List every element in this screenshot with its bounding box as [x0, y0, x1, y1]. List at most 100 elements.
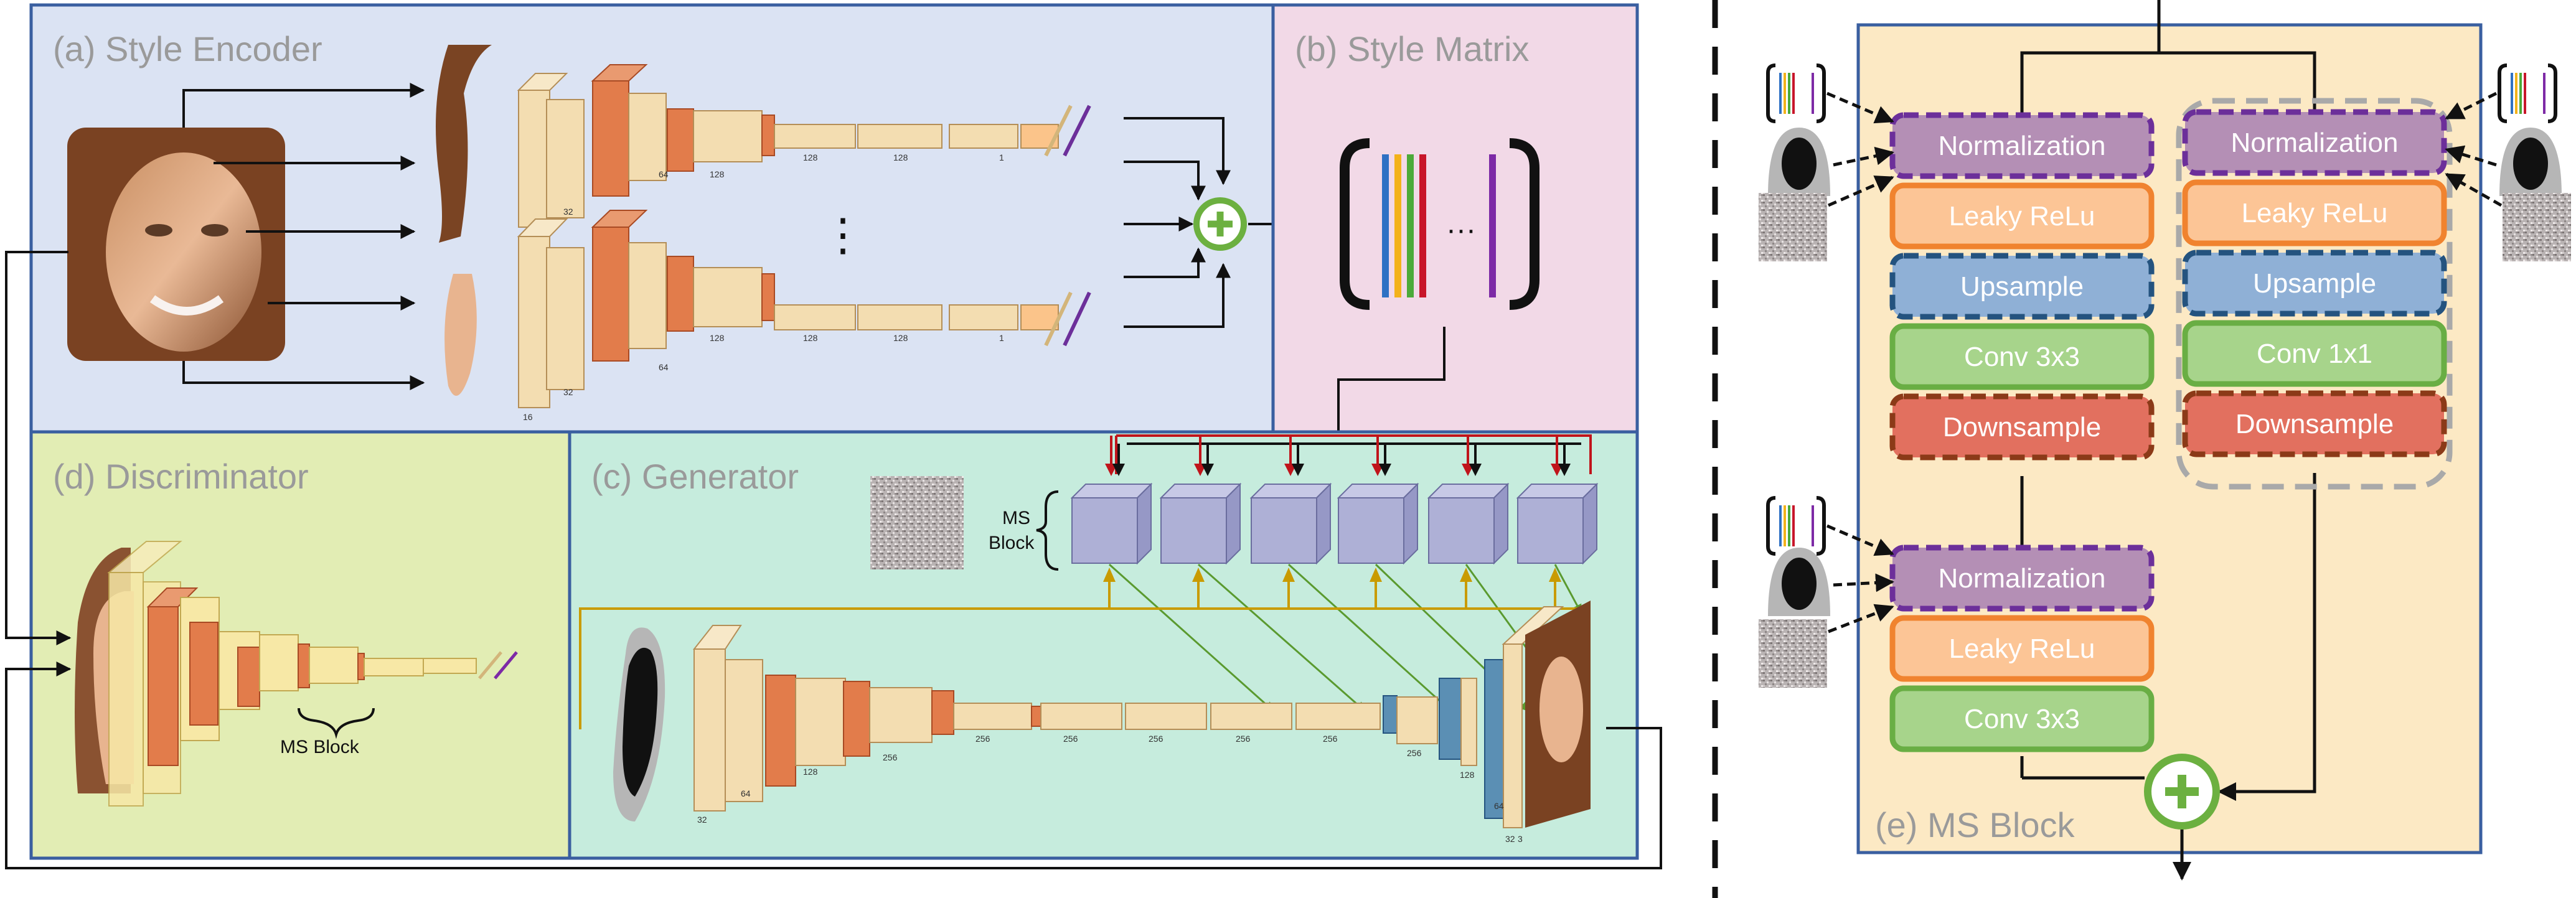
svg-text:64: 64: [741, 788, 751, 798]
encoder-row-2: [517, 210, 1091, 408]
encoder-row-1: [517, 64, 1091, 228]
upsample-box: Upsample: [1889, 253, 2155, 320]
svg-text:128: 128: [893, 152, 908, 162]
generator-ms-block-cube: [1337, 436, 1419, 609]
discriminator-ms-block-label: MS Block: [280, 737, 360, 757]
downsample-box: Downsample: [1889, 393, 2155, 461]
svg-text:256: 256: [1236, 734, 1251, 744]
generator-ms-block-brace: [1036, 490, 1059, 571]
svg-text:Leaky ReLu: Leaky ReLu: [2242, 198, 2388, 228]
svg-text:128: 128: [803, 767, 818, 777]
generator-ms-block-cube: [1516, 436, 1599, 609]
face-crop-image: [444, 274, 477, 396]
svg-text:Normalization: Normalization: [2231, 128, 2399, 158]
svg-text:256: 256: [1063, 734, 1078, 744]
svg-text:Conv 3x3: Conv 3x3: [1964, 342, 2080, 372]
sum-plus-icon: [1193, 197, 1247, 251]
ms-block-plus-icon: [2144, 754, 2220, 830]
svg-text:128: 128: [893, 333, 908, 343]
svg-text:Normalization: Normalization: [1939, 563, 2106, 594]
encoder-ellipsis: ⋮: [820, 210, 865, 260]
downsample-box: Downsample: [2182, 390, 2447, 457]
generator-noise-image: [870, 476, 964, 569]
leaky-relu-box: Leaky ReLu: [1889, 615, 2155, 682]
svg-text:128: 128: [803, 152, 818, 162]
svg-text:1: 1: [999, 152, 1004, 162]
generator-title: (c) Generator: [591, 457, 799, 496]
leaky-relu-box: Leaky ReLu: [2182, 179, 2447, 246]
generator-ms-blocks: [1070, 436, 1599, 609]
encoder-input-arrows: [182, 83, 425, 390]
normalization-box: Normalization: [1889, 545, 2155, 612]
svg-text:64: 64: [1494, 801, 1504, 811]
ms-block-shortcut-group: [2176, 98, 2453, 490]
leaky-relu-box: Leaky ReLu: [1889, 182, 2155, 250]
svg-text:256: 256: [883, 752, 898, 762]
svg-text:Downsample: Downsample: [2235, 409, 2394, 439]
generator-to-discriminator-arrow: [5, 662, 1662, 869]
generator-ms-block-label-line1: MS: [1002, 508, 1030, 528]
generator-ms-block-cube: [1427, 436, 1510, 609]
input-face-image: [67, 128, 285, 361]
generator-layers: [692, 606, 1564, 828]
svg-text:32: 32: [563, 387, 573, 397]
encoder-row-1-sizes: 16 32 64 128 128 128 1: [523, 152, 1004, 241]
normalization-box: Normalization: [1889, 112, 2155, 179]
svg-text:Normalization: Normalization: [1939, 131, 2106, 161]
generator-input-image: [613, 627, 665, 821]
svg-text:3: 3: [1518, 834, 1523, 844]
matrix-output-line: [1337, 327, 1445, 433]
hair-crop-image: [436, 45, 492, 243]
svg-text:256: 256: [1149, 734, 1163, 744]
conv-box: Conv 3x3: [1889, 685, 2155, 752]
generator-ms-block-cube: [1159, 436, 1242, 609]
generator-ms-block-label-line2: Block: [989, 533, 1035, 553]
svg-text:Leaky ReLu: Leaky ReLu: [1949, 201, 2095, 232]
conv-box: Conv 1x1: [2182, 320, 2447, 387]
style-input-group: [1759, 496, 1894, 688]
discriminator-layers: [107, 541, 518, 807]
svg-text:32: 32: [563, 207, 573, 217]
style-input-group: [1759, 63, 1894, 261]
svg-text:256: 256: [1323, 734, 1338, 744]
ms-block-flow-lines: [2020, 0, 2316, 881]
discriminator-title: (d) Discriminator: [53, 457, 309, 496]
svg-text:128: 128: [710, 169, 725, 179]
svg-text:Leaky ReLu: Leaky ReLu: [1949, 634, 2095, 664]
svg-text:Conv 1x1: Conv 1x1: [2257, 339, 2372, 369]
style-matrix-title: (b) Style Matrix: [1295, 29, 1530, 68]
svg-text:64: 64: [659, 362, 669, 372]
svg-text:128: 128: [1460, 770, 1475, 780]
generator-ms-block-cube: [1070, 436, 1153, 609]
conv-box: Conv 3x3: [1889, 323, 2155, 390]
normalization-box: Normalization: [2182, 109, 2447, 176]
svg-text:Upsample: Upsample: [2253, 268, 2376, 299]
upsample-box: Upsample: [2182, 250, 2447, 317]
generator-ms-block-cube: [1249, 436, 1332, 609]
encoder-row-2-sizes: 16 32 64 128 128 128 1: [523, 333, 1004, 422]
svg-text:128: 128: [710, 333, 725, 343]
style-encoder-title: (a) Style Encoder: [53, 29, 322, 68]
generator-layer-sizes: 32 64 128 256 256 256 256 256 256 256 12…: [697, 734, 1523, 844]
ms-block-title: (e) MS Block: [1875, 805, 2075, 844]
encoder-to-sum-arrows: [1124, 117, 1231, 328]
svg-text:Downsample: Downsample: [1943, 412, 2101, 442]
svg-text:16: 16: [523, 412, 533, 422]
discriminator-ms-block-brace: [298, 708, 375, 739]
svg-text:Conv 3x3: Conv 3x3: [1964, 704, 2080, 734]
svg-text:32: 32: [697, 815, 707, 825]
style-input-group: [2445, 63, 2571, 261]
matrix-ellipsis: ···: [1446, 213, 1476, 246]
svg-text:Upsample: Upsample: [1960, 271, 2084, 302]
svg-text:64: 64: [659, 169, 669, 179]
ms-block-style-inputs: [1759, 63, 2571, 688]
svg-text:128: 128: [803, 333, 818, 343]
style-matrix-icon: [1340, 138, 1539, 310]
generator-output-image: [1525, 601, 1591, 828]
svg-text:32: 32: [1505, 834, 1515, 844]
svg-text:1: 1: [999, 333, 1004, 343]
svg-text:256: 256: [1407, 748, 1422, 758]
svg-text:256: 256: [975, 734, 990, 744]
